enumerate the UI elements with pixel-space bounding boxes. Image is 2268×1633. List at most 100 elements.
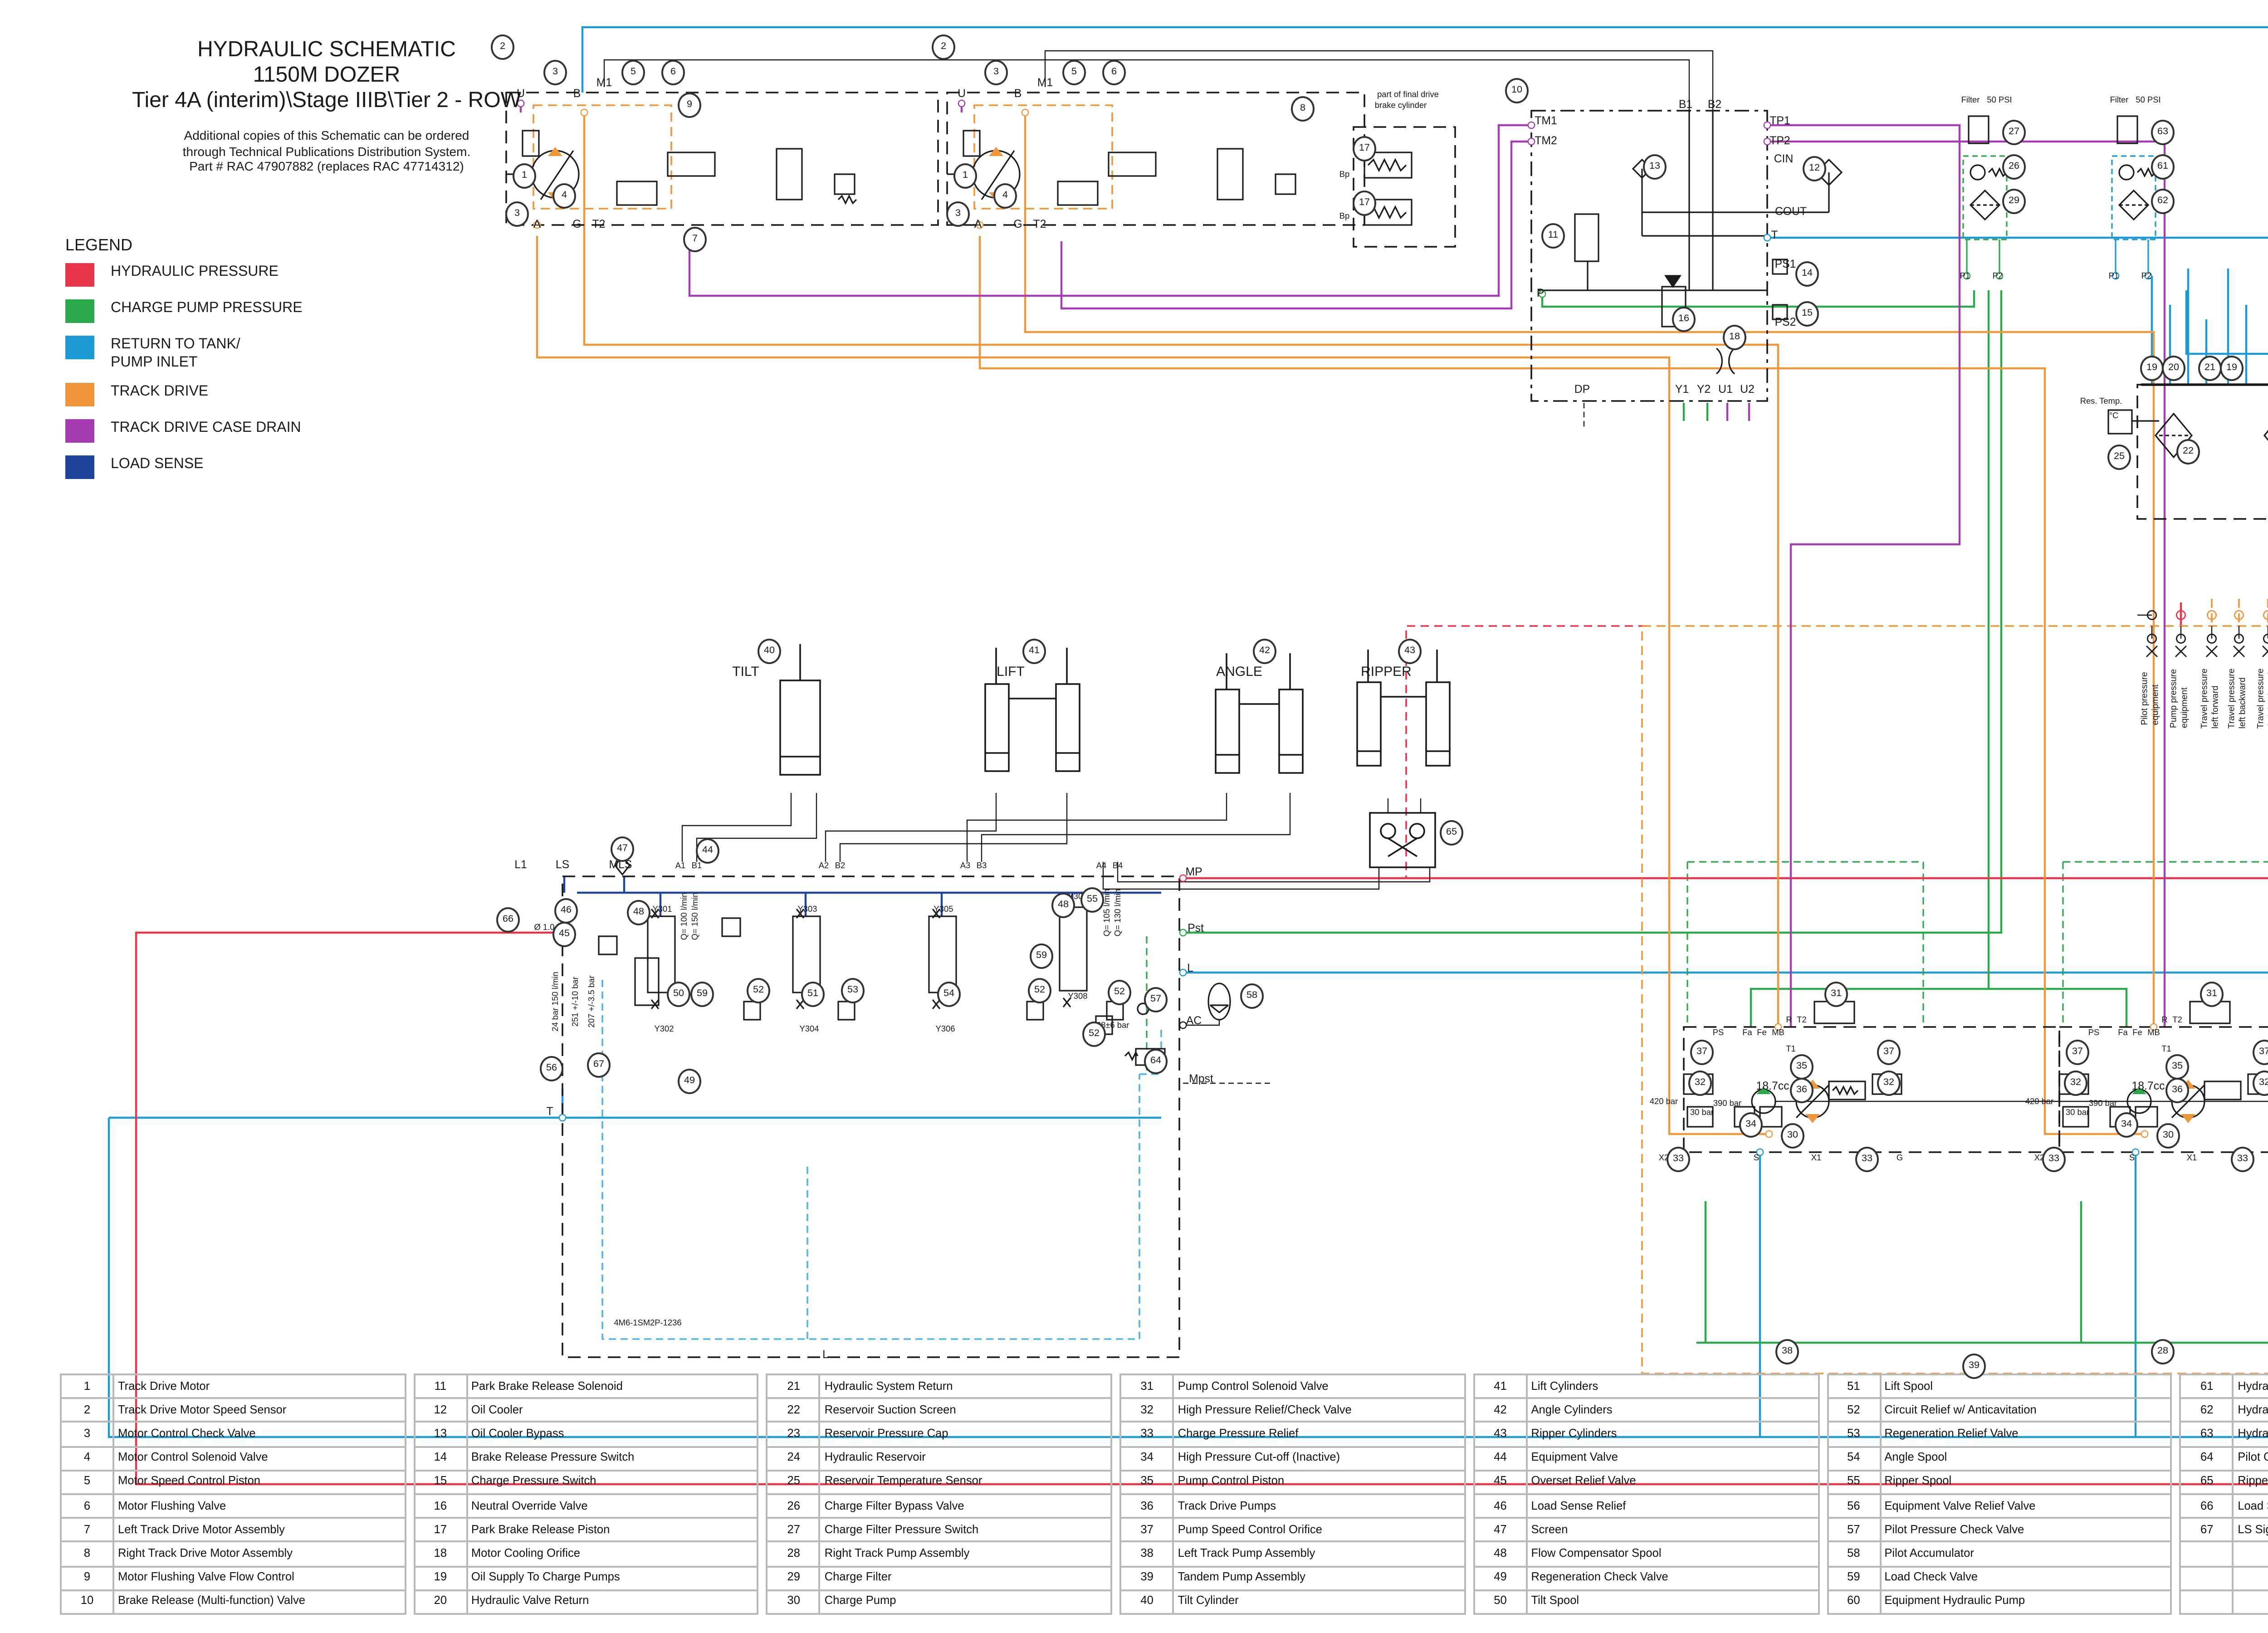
table-row: 2 Track Drive Motor Speed Sensor (60, 1397, 406, 1423)
parts-table-column: 61 Hydraulic Filter Bypass Valve 62 Hydr… (2180, 1373, 2268, 1615)
part-name: Pilot On/Off Solenoid Valve (2232, 1445, 2268, 1472)
reservoir-box (2136, 384, 2268, 520)
part-number: 46 (1473, 1493, 1528, 1519)
table-row: 10 Brake Release (Multi-function) Valve (60, 1589, 406, 1615)
part-number: 65 (2180, 1469, 2234, 1495)
test-point-label-line2: equipment (2152, 684, 2161, 725)
schematic-label: brake cylinder (1374, 101, 1427, 110)
callout-circle: 48 (627, 900, 650, 925)
schematic-label: S (2129, 1153, 2135, 1162)
callout-circle: 37 (2253, 1040, 2268, 1065)
callout-circle: 21 (2198, 356, 2222, 381)
parts-table-column: 31 Pump Control Solenoid Valve 32 High P… (1119, 1373, 1466, 1615)
flushing-flow-control (1275, 173, 1296, 195)
part-number: 13 (413, 1421, 468, 1447)
part-number: 50 (1473, 1589, 1528, 1615)
callout-circle: 47 (611, 836, 634, 862)
schematic-label: TP1 (1769, 115, 1790, 128)
callout-circle: 32 (2064, 1071, 2087, 1096)
legend-items: HYDRAULIC PRESSURE CHARGE PUMP PRESSURE … (65, 263, 303, 479)
table-row: 40 Tilt Cylinder (1119, 1589, 1466, 1615)
schematic-label: TP2 (1769, 135, 1790, 148)
tilt-cylinder (779, 680, 821, 776)
table-row: 25 Reservoir Temperature Sensor (766, 1469, 1113, 1495)
load-sense-relief (721, 917, 741, 937)
part-number: 62 (2180, 1397, 2234, 1423)
part-name: Regeneration Relief Valve (1879, 1421, 2173, 1447)
callout-circle: 26 (2002, 154, 2026, 180)
motor-speed-control-piston (1108, 152, 1157, 177)
test-point-label: Pump pressure equipment (2171, 669, 2191, 728)
part-name: Reservoir Pressure Cap (819, 1421, 1113, 1447)
legend-item: TRACK DRIVE CASE DRAIN (65, 419, 303, 443)
table-row: 23 Reservoir Pressure Cap (766, 1421, 1113, 1447)
schematic-label: Q= 100 l/min (679, 892, 689, 940)
part-name: Load Sense Relief (1525, 1493, 1819, 1519)
table-row: 43 Ripper Cylinders (1473, 1421, 1819, 1447)
schematic-label: PS (1712, 1028, 1724, 1037)
table-row: 37 Pump Speed Control Orifice (1119, 1517, 1466, 1543)
part-name: Pump Control Solenoid Valve (1172, 1373, 1466, 1399)
schematic-label: TILT (732, 663, 759, 680)
schematic-label: Y306 (935, 1024, 955, 1033)
legend-color-swatch (65, 263, 94, 287)
lift-cylinder-2 (1055, 683, 1080, 772)
table-row: 4 Motor Control Solenoid Valve (60, 1445, 406, 1472)
legend-item: RETURN TO TANK/ PUMP INLET (65, 336, 303, 370)
table-row: 27 Charge Filter Pressure Switch (766, 1517, 1113, 1543)
part-number: 66 (2180, 1493, 2234, 1519)
table-row: 63 Hydraulic Filter Pressure Switch (2180, 1421, 2268, 1447)
table-row: 54 Angle Spool (1826, 1445, 2173, 1472)
callout-circle: 39 (1962, 1354, 1986, 1379)
tilt-spool (647, 915, 676, 993)
callout-circle: 62 (2151, 189, 2175, 214)
callout-circle: 3 (984, 60, 1008, 85)
legend-item: TRACK DRIVE (65, 383, 303, 406)
callout-circle: 10 (1505, 78, 1529, 103)
callout-circle: 58 (1240, 983, 1264, 1009)
ripper-spool (1059, 906, 1088, 992)
table-row: 5 Motor Speed Control Piston (60, 1469, 406, 1495)
table-row: 66 Load Sense Orifice (2180, 1493, 2268, 1519)
legend-title: LEGEND (65, 236, 133, 254)
callout-circle: 3 (543, 60, 567, 85)
part-number: 67 (2180, 1517, 2234, 1543)
part-number (2180, 1589, 2234, 1615)
brake-release-pressure-switch (1772, 259, 1788, 275)
schematic-label: Y301 (652, 905, 672, 914)
parts-table-column: 11 Park Brake Release Solenoid 12 Oil Co… (413, 1373, 759, 1615)
part-name: Tilt Cylinder (1172, 1589, 1466, 1615)
table-row: 61 Hydraulic Filter Bypass Valve (2180, 1373, 2268, 1399)
schematic-label: L1 (514, 859, 527, 872)
part-name: Hydraulic Valve Return (465, 1589, 759, 1615)
schematic-label: P1 (2108, 271, 2119, 280)
sheet-title-line3: Tier 4A (interim)\Stage IIIB\Tier 2 - RO… (132, 87, 521, 112)
test-point-label-line1: Pilot pressure (2141, 672, 2151, 725)
schematic-label: 18.7cc (2131, 1081, 2165, 1093)
pump-control-piston (1828, 1081, 1866, 1100)
schematic-label: P2 (1992, 271, 2003, 280)
schematic-label: AC (1186, 1015, 1202, 1028)
final-drive-brake-cylinder-box (1353, 126, 1456, 248)
part-number: 12 (413, 1397, 468, 1423)
part-number: 22 (766, 1397, 821, 1423)
schematic-label: Ø 1.0 (534, 923, 555, 932)
schematic-label: Y308 (1068, 992, 1088, 1001)
equipment-valve-internals (598, 855, 1231, 1066)
part-name: Pilot Accumulator (1879, 1541, 2173, 1567)
charge-pilot-dashed-lines (1146, 861, 2268, 1071)
schematic-label: PS1 (1774, 259, 1796, 271)
table-row: 56 Equipment Valve Relief Valve (1826, 1493, 2173, 1519)
callout-circle: 52 (1082, 1022, 1106, 1047)
table-row: 33 Charge Pressure Relief (1119, 1421, 1466, 1447)
part-name: Pump Control Piston (1172, 1469, 1466, 1495)
left-track-motor-assembly-box (505, 92, 939, 226)
callout-circle: 15 (1795, 301, 1819, 327)
schematic-label: U1 (1718, 384, 1733, 396)
part-name: Reservoir Temperature Sensor (819, 1469, 1113, 1495)
callout-circle: 25 (2107, 445, 2131, 470)
callout-circle: 16 (1672, 307, 1696, 332)
part-number: 37 (1119, 1517, 1174, 1543)
schematic-label: T2 (2172, 1015, 2182, 1024)
part-number: 31 (1119, 1373, 1174, 1399)
